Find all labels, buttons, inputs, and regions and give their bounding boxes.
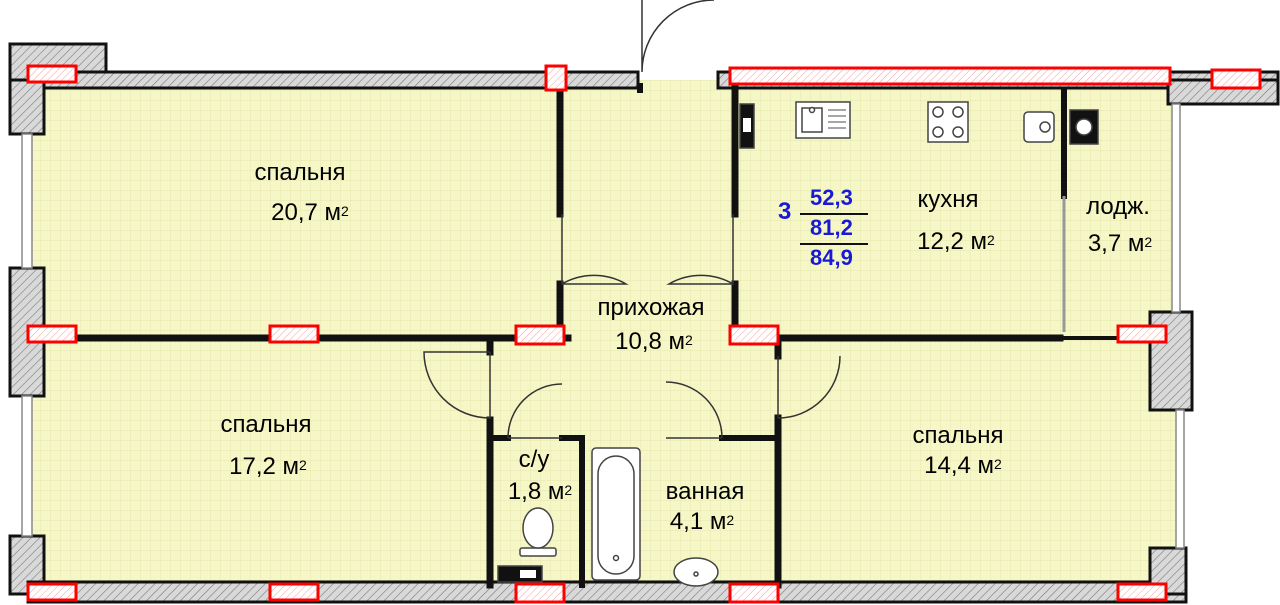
door-kitchen: [666, 214, 734, 286]
room-wc-area: 1,8 м2: [500, 478, 580, 506]
room-loggia-area: 3,7 м2: [1072, 230, 1168, 258]
area-exp: 2: [341, 203, 349, 219]
door-bedroom3: [777, 355, 841, 419]
wall-bottom: [26, 580, 1188, 604]
door-bathroom: [665, 381, 723, 439]
room-bedroom1-area: 20,7 м2: [240, 199, 380, 227]
area-total: 81,2: [810, 215, 853, 240]
room-bedroom3-area-value: 14,4: [924, 452, 971, 479]
area-unit: м: [324, 199, 342, 226]
area-unit: м: [1127, 230, 1145, 257]
area-living: 52,3: [810, 185, 853, 210]
room-bathroom-area: 4,1 м2: [654, 508, 750, 536]
area-exp: 2: [987, 232, 995, 248]
room-hall-area: 10,8 м2: [596, 328, 712, 356]
room-loggia-name: лодж.: [1086, 193, 1150, 220]
area-exp: 2: [685, 332, 693, 348]
room-bathroom-name: ванная: [665, 478, 745, 505]
room-bedroom3-name: спальня: [912, 422, 1004, 449]
window-right-loggia: [1171, 103, 1181, 313]
area-exp: 2: [299, 457, 307, 473]
room-bedroom2-area-value: 17,2: [229, 453, 276, 480]
rooms-count: 3: [778, 198, 792, 225]
room-bedroom1-area-value: 20,7: [271, 199, 318, 226]
doors: [423, 0, 1066, 439]
window-left-1: [21, 133, 33, 269]
area-unit: м: [970, 228, 988, 255]
toilet-icon: [522, 507, 554, 549]
area-unit: м: [977, 452, 995, 479]
room-wc-name: с/у: [518, 446, 550, 473]
toilet-tank-icon: [519, 547, 557, 557]
fixtures: [497, 101, 1099, 587]
room-bedroom2-name: спальня: [220, 411, 312, 438]
window-right-bedroom: [1175, 409, 1185, 549]
room-bedroom1-name: спальня: [254, 159, 346, 186]
area-unit: м: [282, 453, 300, 480]
room-kitchen-name: кухня: [917, 186, 979, 213]
area-exp: 2: [994, 456, 1002, 472]
room-bedroom3-area: 14,4 м2: [902, 452, 1024, 480]
room-hall-name: прихожая: [597, 294, 705, 321]
area-fraction-lines: [800, 213, 868, 245]
room-wc-area-value: 1,8: [507, 478, 542, 505]
door-bedroom1: [561, 214, 629, 286]
area-unit: м: [668, 328, 686, 355]
area-exp: 2: [564, 482, 573, 498]
room-loggia-area-value: 3,7: [1087, 230, 1122, 257]
door-wc: [507, 383, 563, 439]
area-unit: м: [709, 508, 727, 535]
area-with-loggia: 84,9: [810, 245, 853, 270]
area-exp: 2: [726, 512, 735, 528]
room-hall-area-value: 10,8: [615, 328, 662, 355]
wall-left-top: [8, 78, 46, 136]
boiler-icon: [1023, 111, 1055, 143]
room-kitchen-area-value: 12,2: [917, 228, 964, 255]
room-bathroom-area-value: 4,1: [669, 508, 704, 535]
wall-right-bottom: [1148, 546, 1188, 596]
area-exp: 2: [1144, 234, 1153, 250]
area-unit: м: [547, 478, 565, 505]
window-left-2: [21, 395, 33, 537]
window-markers: [26, 64, 1262, 604]
room-bedroom2-area: 17,2 м2: [206, 453, 330, 481]
room-kitchen-area: 12,2 м2: [896, 228, 1016, 256]
door-bedroom2: [423, 351, 491, 419]
entrance-door: [641, 0, 715, 73]
